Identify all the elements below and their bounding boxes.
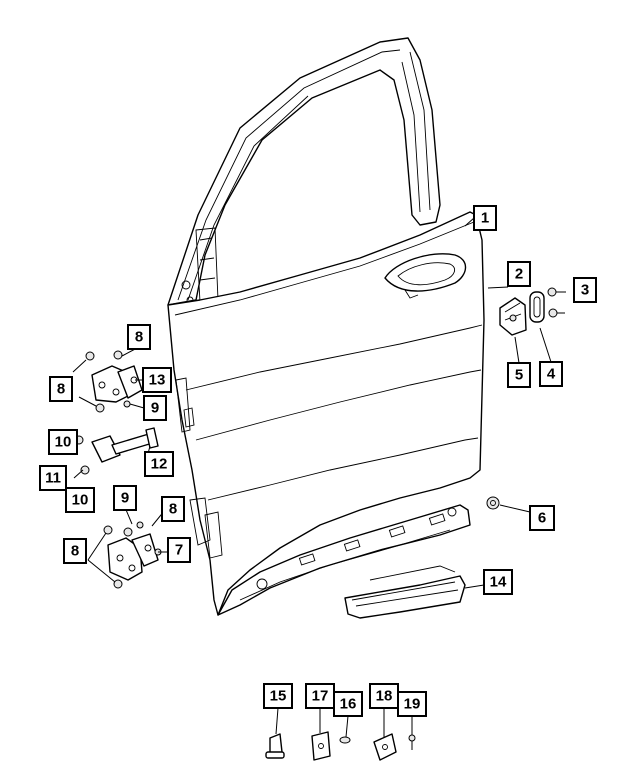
lower-hinge [103, 521, 162, 589]
callout-18: 18 [369, 683, 399, 709]
callout-8-upper: 8 [127, 324, 151, 350]
callout-6: 6 [529, 505, 555, 531]
screw [547, 287, 566, 318]
callout-15: 15 [263, 683, 293, 709]
svg-text:9: 9 [121, 490, 129, 507]
callout-1: 1 [473, 205, 497, 231]
svg-text:5: 5 [515, 367, 523, 384]
svg-text:2: 2 [515, 266, 523, 283]
svg-text:14: 14 [490, 574, 507, 591]
callout-11: 11 [39, 465, 67, 491]
svg-text:8: 8 [71, 543, 79, 560]
svg-text:3: 3 [581, 282, 589, 299]
svg-text:7: 7 [175, 542, 183, 559]
callout-12: 12 [144, 451, 174, 477]
callout-8-left: 8 [49, 376, 73, 402]
door-check [74, 427, 159, 475]
nut [265, 733, 285, 759]
applique [344, 565, 466, 619]
door-shell [167, 37, 485, 616]
svg-text:12: 12 [151, 456, 168, 473]
bracket-18 [373, 733, 397, 761]
svg-text:16: 16 [340, 696, 357, 713]
door-handle-opening [384, 253, 467, 299]
callout-10-lower: 10 [65, 487, 95, 513]
svg-text:13: 13 [149, 372, 166, 389]
callout-16: 16 [333, 691, 363, 717]
callout-9-lower: 9 [113, 485, 137, 511]
callout-13: 13 [142, 367, 172, 393]
plug [486, 496, 500, 510]
svg-text:11: 11 [45, 470, 61, 487]
svg-text:10: 10 [55, 434, 72, 451]
svg-text:4: 4 [547, 366, 556, 383]
callout-9-upper: 9 [143, 395, 167, 421]
callout-19: 19 [397, 691, 427, 717]
svg-text:10: 10 [72, 492, 89, 509]
svg-text:8: 8 [169, 501, 177, 518]
svg-text:6: 6 [538, 510, 546, 527]
upper-hinge [85, 350, 143, 413]
svg-text:1: 1 [481, 210, 489, 227]
callout-8-mid: 8 [161, 496, 185, 522]
callout-17: 17 [305, 683, 335, 709]
callout-3: 3 [573, 277, 597, 303]
svg-text:18: 18 [376, 688, 393, 705]
clip [339, 736, 351, 744]
striker [529, 291, 545, 323]
svg-text:8: 8 [57, 381, 65, 398]
callout-5: 5 [507, 362, 531, 388]
svg-text:19: 19 [404, 696, 421, 713]
callout-4: 4 [539, 361, 563, 387]
bracket [311, 731, 331, 761]
callout-8-lower: 8 [63, 538, 87, 564]
door-latch [499, 297, 527, 336]
svg-text:15: 15 [270, 688, 287, 705]
callout-2: 2 [507, 261, 531, 287]
svg-text:9: 9 [151, 400, 159, 417]
svg-text:17: 17 [312, 688, 329, 705]
callout-14: 14 [483, 569, 513, 595]
screw-19 [408, 734, 416, 750]
svg-text:8: 8 [135, 329, 143, 346]
callout-7: 7 [167, 537, 191, 563]
callout-10-upper: 10 [48, 429, 78, 455]
